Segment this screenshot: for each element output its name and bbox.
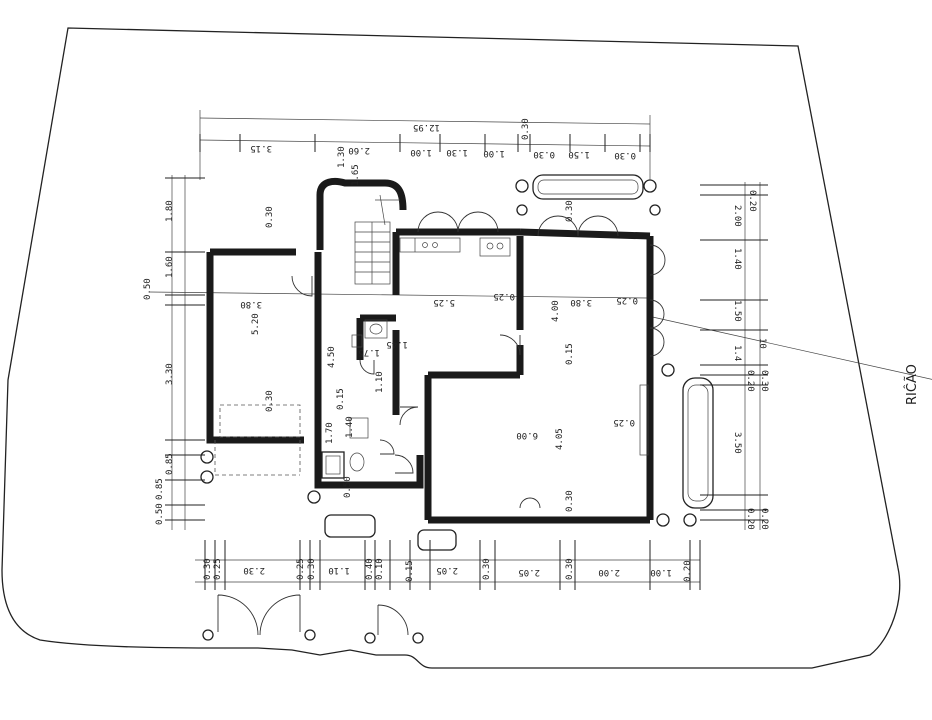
hall-dim-a: 1.75 (358, 347, 380, 357)
right-dim-11: 0.20 (759, 508, 769, 530)
stair-top-dim: 1.65 (351, 164, 361, 186)
right-dimension-labels: 0.20 2.00 1.40 1.50 1.4 10 0.20 0.30 3.5… (732, 190, 769, 530)
right-dim-8: 0.30 (759, 370, 769, 392)
right-dim-4: 1.50 (732, 300, 742, 322)
hall-dim-c: 1.10 (375, 371, 385, 393)
interior-doors (291, 275, 541, 509)
right-dim-6: 10 (757, 338, 767, 349)
column-dim: 0.30 (565, 200, 575, 222)
living-depth2-dim: 4.05 (555, 428, 565, 450)
bottom-dim-6: 0.40 (365, 558, 375, 580)
survey-line-street (647, 315, 932, 380)
entrance-gates (202, 594, 424, 644)
windows-east (639, 244, 666, 456)
right-dim-2: 2.00 (732, 205, 742, 227)
top-dim-5: 1.00 (483, 148, 505, 158)
living-wall-dim: 0.25 (613, 417, 635, 427)
dimension-right-lines (744, 182, 761, 530)
right-dim-9: 3.50 (732, 432, 742, 454)
garage-door-dim: 0.30 (265, 206, 275, 228)
bottom-dim-16: 0.20 (683, 560, 693, 582)
top-dim-3: 1.00 (410, 147, 432, 157)
bottom-dim-8: 0.10 (375, 558, 385, 580)
bottom-dimension-labels: 0.30 0.25 2.30 0.25 0.30 0.40 1.10 0.10 … (203, 558, 693, 582)
bottom-dim-13: 0.30 (565, 558, 575, 580)
garage-bottom-dim: 0.30 (265, 390, 275, 412)
street-label: RIĈÃO (904, 364, 920, 405)
partition-dim: 0.15 (565, 343, 575, 365)
bath-dim-b: 1.40 (345, 416, 355, 438)
right-dim-7: 0.20 (745, 370, 755, 392)
left-dim-1: 1.80 (165, 200, 175, 222)
steps-dim: 0.50 (343, 476, 353, 498)
dimension-bottom-lines (195, 559, 700, 583)
top-dim-7: 0.30 (533, 149, 555, 159)
left-dim-4: 3.30 (165, 363, 175, 385)
left-dim-3: 0.50 (143, 278, 153, 300)
bedroom-width-dim: 3.80 (570, 297, 592, 307)
staircase (354, 194, 400, 285)
bottom-dim-4: 0.25 (296, 558, 306, 580)
garage-length-dim: 5.20 (251, 313, 261, 335)
bottom-dim-1: 0.30 (203, 558, 213, 580)
living-col-dim: 0.30 (565, 490, 575, 512)
building-walls (206, 178, 654, 524)
corridor-length-dim: 4.50 (327, 346, 337, 368)
top-dim-8: 1.50 (568, 149, 590, 159)
top-dim-6: 0.30 (521, 118, 531, 140)
kitchen-wall-dim: 0.25 (493, 291, 515, 301)
left-dim-6: 0.85 (155, 478, 165, 500)
left-dim-7: 0.50 (155, 503, 165, 525)
planters (200, 174, 714, 551)
right-dim-5: 1.4 (732, 345, 742, 361)
top-overall-dim: 12.95 (413, 122, 440, 132)
living-depth-dim: 4.00 (551, 300, 561, 322)
bottom-dim-9: 0.15 (405, 560, 415, 582)
left-dim-5: 0.85 (165, 453, 175, 475)
bathroom-fixtures (321, 319, 388, 479)
bottom-dim-15: 1.00 (650, 567, 672, 577)
top-dim-1: 3.15 (250, 143, 272, 153)
wall-dim-a: 0.15 (336, 388, 346, 410)
kitchen-width-dim: 5.25 (433, 297, 455, 307)
top-dim-2: 2.60 (348, 145, 370, 155)
right-dim-3: 1.40 (732, 248, 742, 270)
right-dim-1: 0.20 (747, 190, 757, 212)
bottom-dim-14: 2.00 (598, 567, 620, 577)
left-dim-2: 1.60 (165, 256, 175, 278)
bottom-dim-2: 0.25 (213, 558, 223, 580)
bottom-dim-3: 2.30 (243, 565, 265, 575)
windows-north (417, 211, 619, 237)
dimension-left-lines (171, 175, 186, 530)
top-dim-4: 1.30 (446, 147, 468, 157)
hall-dim-b: 1.45 (386, 339, 408, 349)
top-dimension-labels: 12.95 3.15 2.60 1.00 1.30 1.00 0.30 0.30… (250, 118, 636, 160)
bottom-dim-7: 1.10 (328, 565, 350, 575)
top-dim-9: 0.30 (614, 150, 636, 160)
kitchen-counter (399, 237, 511, 257)
living-width-dim: 6.00 (516, 430, 538, 440)
bedroom-wall-dim: 0.25 (616, 295, 638, 305)
bottom-dim-10: 2.05 (436, 565, 458, 575)
bottom-dim-12: 2.05 (518, 567, 540, 577)
garage-ceiling-outline (219, 404, 301, 438)
right-dim-10: 0.20 (745, 508, 755, 530)
left-dimension-labels: 1.80 1.60 0.50 3.30 0.85 0.85 0.50 (143, 200, 175, 525)
garage-width-dim: 3.80 (240, 299, 262, 309)
bath-dim-a: 1.70 (325, 422, 335, 444)
plot-boundary (1, 27, 901, 669)
dimension-ticks (165, 134, 768, 590)
room-dimension-labels: 3.80 5.20 0.30 0.30 1.65 1.30 4.50 0.15 … (240, 146, 638, 512)
bottom-dim-11: 0.30 (482, 558, 492, 580)
bottom-dim-5: 0.30 (307, 558, 317, 580)
stair-width-dim: 1.30 (337, 146, 347, 168)
